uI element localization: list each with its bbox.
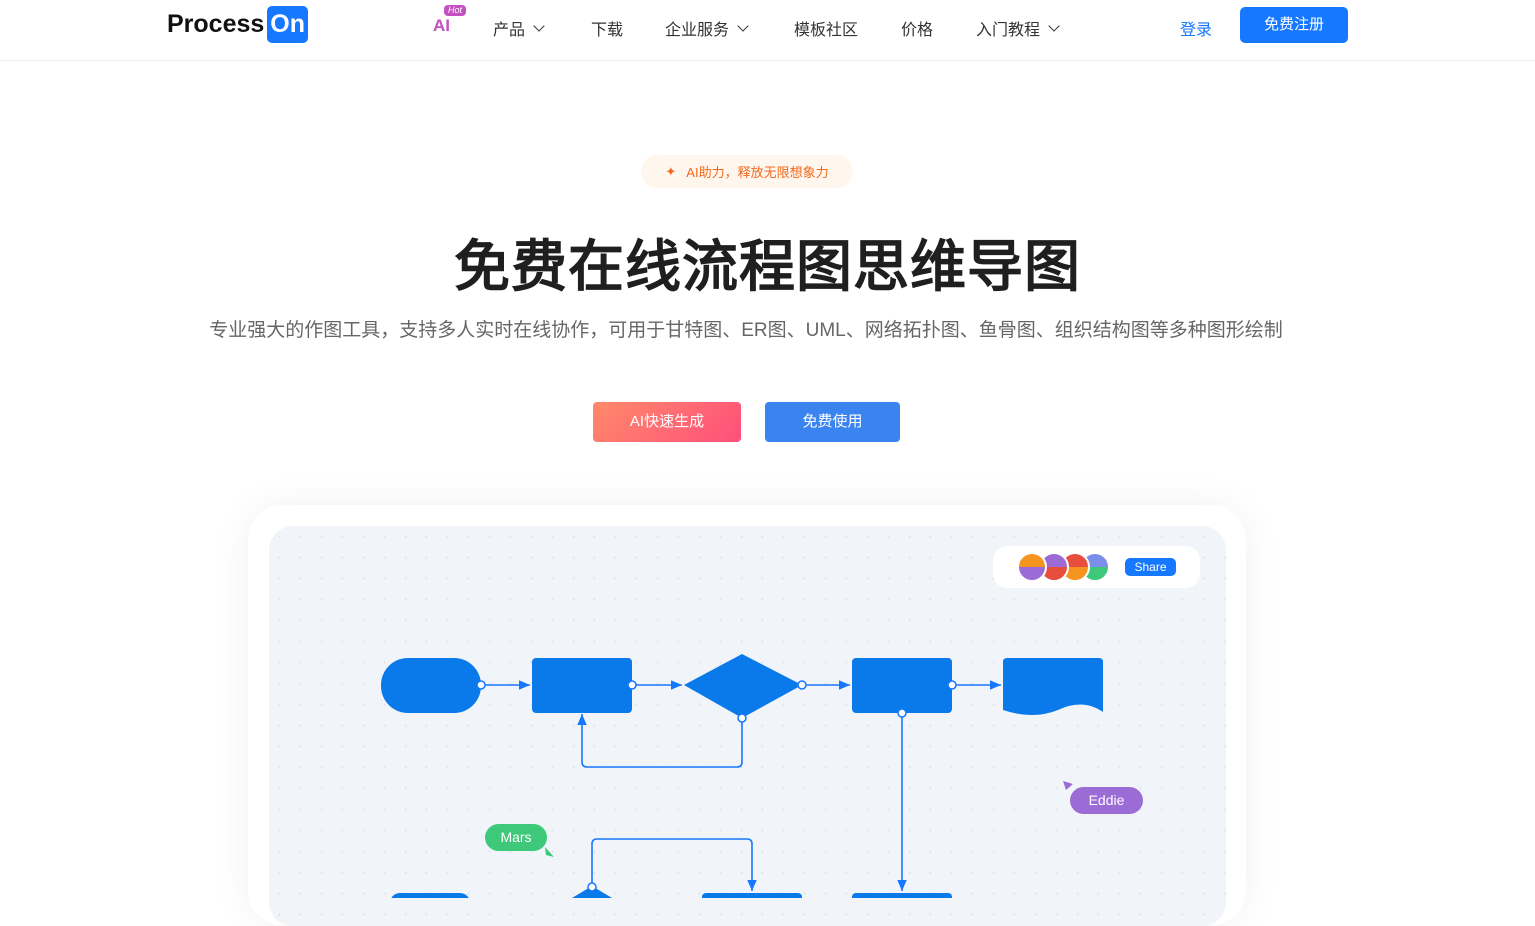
- process-shape: [532, 658, 632, 713]
- logo-text: Process: [167, 10, 265, 38]
- avatar: [1017, 552, 1047, 582]
- nav-label: 下载: [591, 22, 624, 39]
- document-shape: [1003, 658, 1103, 715]
- ai-generate-button[interactable]: AI快速生成: [593, 402, 741, 442]
- subtitle: 专业强大的作图工具，支持多人实时在线协作，可用于甘特图、ER图、UML、网络拓扑…: [209, 320, 1283, 341]
- badge-text: AI助力，释放无限想象力: [686, 165, 829, 180]
- login-link[interactable]: 登录: [1180, 22, 1213, 39]
- cursor-label-mars: Mars: [485, 824, 547, 851]
- nav-download[interactable]: 下载: [591, 16, 623, 40]
- nav-product[interactable]: 产品: [493, 16, 545, 40]
- cursor-label-eddie: Eddie: [1070, 787, 1143, 814]
- nav-label: 入门教程: [976, 22, 1041, 39]
- diagram-canvas: [269, 526, 1226, 926]
- logo-badge: On: [267, 6, 309, 43]
- nav-ai[interactable]: AI: [433, 16, 450, 35]
- nav-label: 模板社区: [794, 22, 859, 39]
- sparkle-icon: ✦: [665, 163, 677, 179]
- nav-label: 产品: [493, 22, 526, 39]
- cursor-eddie-icon: [1063, 781, 1073, 790]
- nav-label: 企业服务: [665, 22, 730, 39]
- nav-pricing[interactable]: 价格: [901, 16, 933, 40]
- hot-badge: Hot: [444, 5, 467, 16]
- register-button[interactable]: 免费注册: [1240, 7, 1348, 43]
- cursor-mars-icon: [545, 847, 554, 857]
- nav-enterprise[interactable]: 企业服务: [665, 16, 749, 40]
- decision-shape: [684, 654, 802, 718]
- free-use-button[interactable]: 免费使用: [765, 402, 900, 442]
- share-button[interactable]: Share: [1125, 558, 1176, 576]
- terminal-shape: [381, 658, 481, 713]
- nav-tutorial[interactable]: 入门教程: [976, 16, 1060, 40]
- ai-badge: ✦ AI助力，释放无限想象力: [641, 155, 853, 188]
- nav-templates[interactable]: 模板社区: [794, 16, 858, 40]
- flowchart: [381, 654, 1103, 898]
- page-title: 免费在线流程图思维导图: [454, 235, 1081, 298]
- process-shape: [852, 658, 952, 713]
- nav-label: 价格: [901, 22, 934, 39]
